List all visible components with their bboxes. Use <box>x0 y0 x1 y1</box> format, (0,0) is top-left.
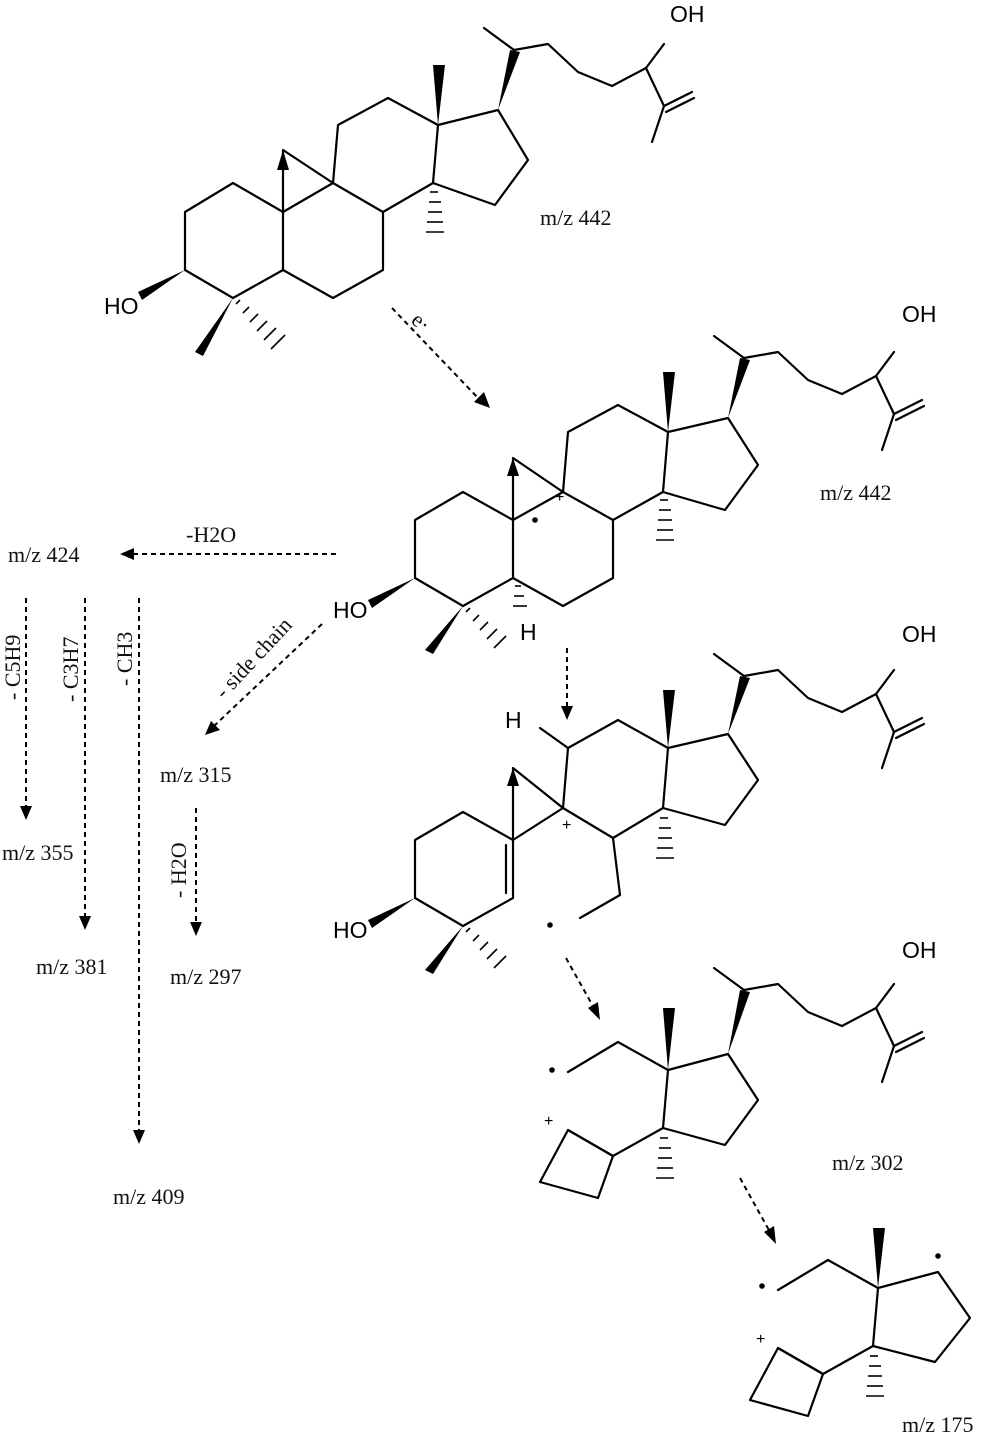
fragment-175: + m/z 175 <box>748 1228 974 1437</box>
hydrogen-label: H <box>520 619 537 645</box>
arrow-rearrangement <box>561 648 573 720</box>
fragment-302: + OH m/z 302 <box>538 937 937 1200</box>
hash-methyl <box>656 817 674 859</box>
fragment-mz315: m/z 315 <box>160 762 232 787</box>
hydroxyl-label: HO <box>333 917 368 943</box>
arrow-label-electron: e· <box>407 307 436 337</box>
arrow-to-175 <box>739 1177 776 1244</box>
side-hydroxyl-label: OH <box>902 301 937 327</box>
hash-methyl <box>656 499 674 541</box>
hash-methyl <box>465 927 507 969</box>
ring-opened-intermediate: HO + H OH <box>333 621 937 974</box>
hash-methyl <box>235 299 286 350</box>
fragment-mz424: m/z 424 <box>8 542 80 567</box>
svg-text:+: + <box>555 489 564 506</box>
arrow-label-minus-c5h9: - C5H9 <box>0 635 25 700</box>
fragment-mz297: m/z 297 <box>170 964 242 989</box>
mz-label-parent: m/z 442 <box>540 205 612 230</box>
hash-hydrogen <box>513 585 527 607</box>
svg-text:+: + <box>544 1113 553 1130</box>
side-hydroxyl-label: OH <box>670 1 705 27</box>
arrow-label-side-chain: - side chain <box>209 612 296 703</box>
hydroxyl-label: HO <box>104 293 139 319</box>
arrow-ionization: e· <box>391 307 490 408</box>
fragment-mz409: m/z 409 <box>113 1184 185 1209</box>
hash-methyl <box>656 1137 674 1179</box>
parent-molecule: HO OH m/z 442 <box>104 1 705 356</box>
radical-cation-molecule: HO + H OH m/z 442 <box>333 301 937 654</box>
left-fragmentation-tree: -H2O m/z 424 - C5H9 m/z 355 - C3H7 m/z 3… <box>0 522 336 1209</box>
mz-label-175: m/z 175 <box>902 1412 974 1437</box>
hash-methyl <box>465 607 507 649</box>
arrow-label-minus-c3h7: - C3H7 <box>58 637 83 702</box>
hash-methyl <box>866 1355 884 1397</box>
arrow-label-minus-water: -H2O <box>186 522 236 547</box>
svg-text:+: + <box>562 817 571 834</box>
arrow-label-minus-ch3: - CH3 <box>112 632 137 686</box>
arrow-to-302 <box>565 957 600 1020</box>
mz-label-radical-cation: m/z 442 <box>820 480 892 505</box>
side-hydroxyl-label: OH <box>902 621 937 647</box>
arrow-label-minus-water-2: - H2O <box>166 842 191 898</box>
mz-label-302: m/z 302 <box>832 1150 904 1175</box>
fragment-mz381: m/z 381 <box>36 954 108 979</box>
side-hydroxyl-label: OH <box>902 937 937 963</box>
hydroxyl-label: HO <box>333 597 368 623</box>
fragment-mz355: m/z 355 <box>2 840 74 865</box>
svg-text:+: + <box>756 1331 765 1348</box>
hydrogen-label: H <box>505 707 522 733</box>
hash-methyl <box>426 191 444 233</box>
